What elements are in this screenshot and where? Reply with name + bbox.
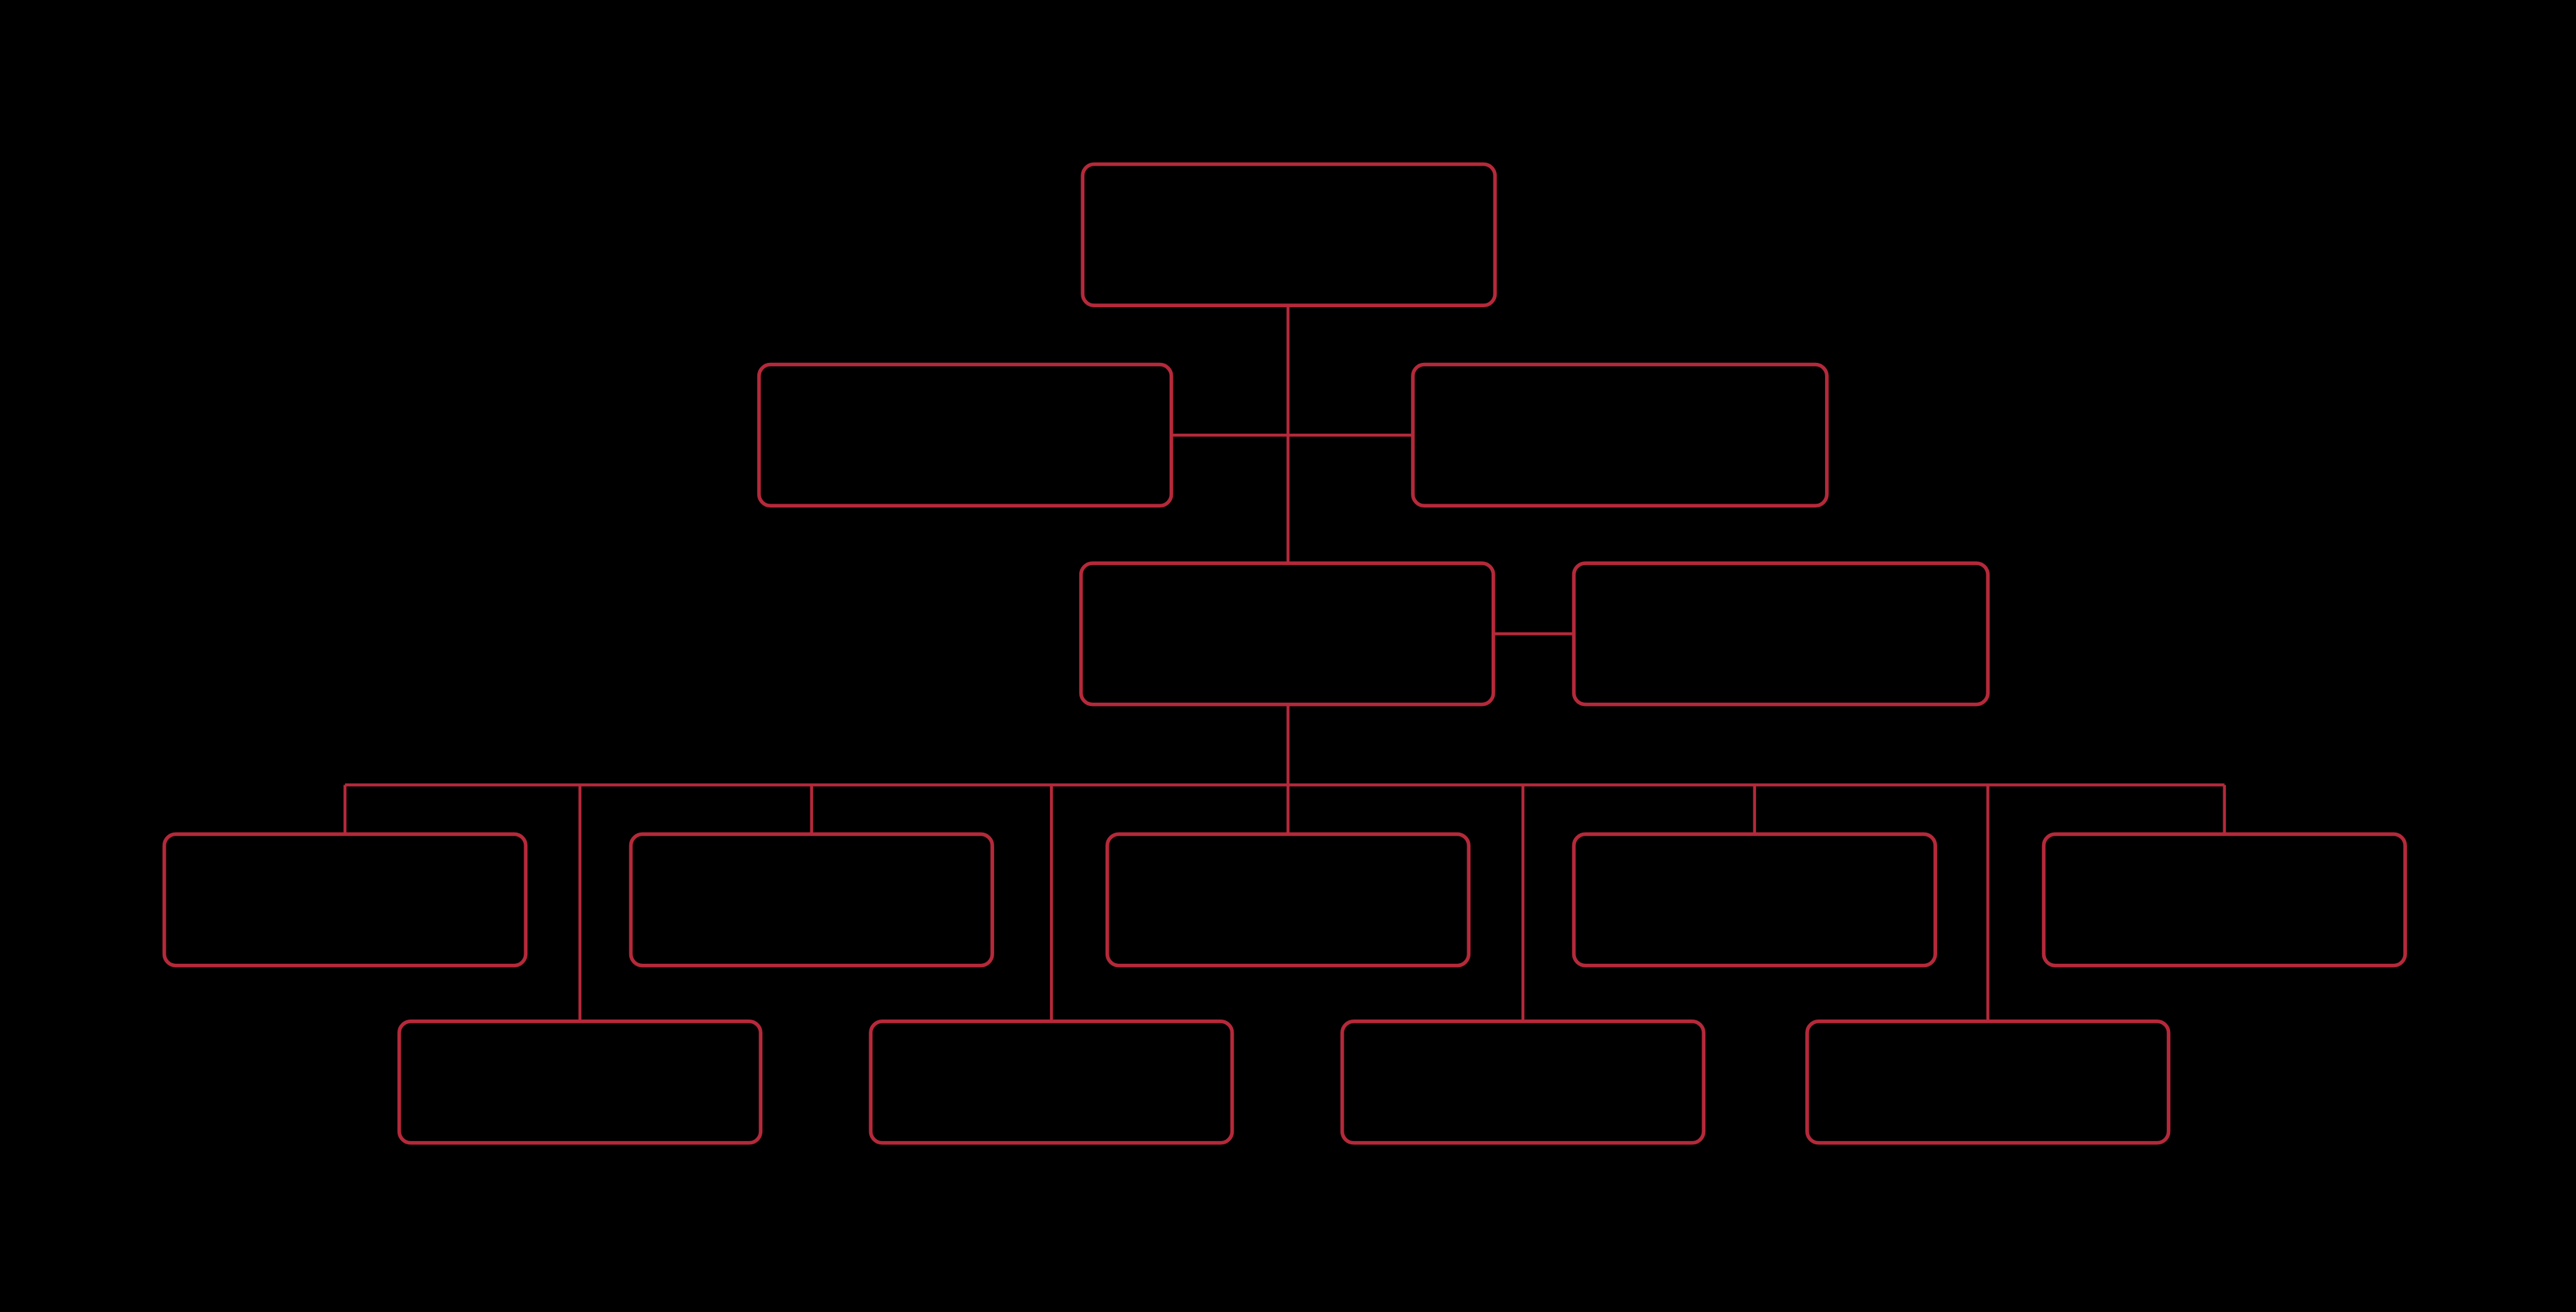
tree-node-gen3-main	[1079, 561, 1495, 707]
tree-node-gen3-spouse	[1572, 561, 1990, 707]
tree-node-gen5-child3	[1340, 1020, 1706, 1145]
tree-node-gen2-left	[757, 362, 1173, 508]
tree-node-gen4-child1	[162, 832, 528, 968]
tree-node-gen4-child3	[1105, 832, 1471, 968]
tree-node-gen2-right	[1411, 362, 1829, 508]
tree-node-gen5-child2	[869, 1020, 1234, 1145]
tree-node-gen1-root	[1081, 162, 1497, 308]
tree-node-gen4-child2	[629, 832, 994, 968]
tree-node-gen4-child5	[2041, 832, 2407, 968]
tree-node-gen4-child4	[1572, 832, 1937, 968]
tree-node-gen5-child4	[1805, 1020, 2171, 1145]
tree-node-gen5-child1	[397, 1020, 763, 1145]
